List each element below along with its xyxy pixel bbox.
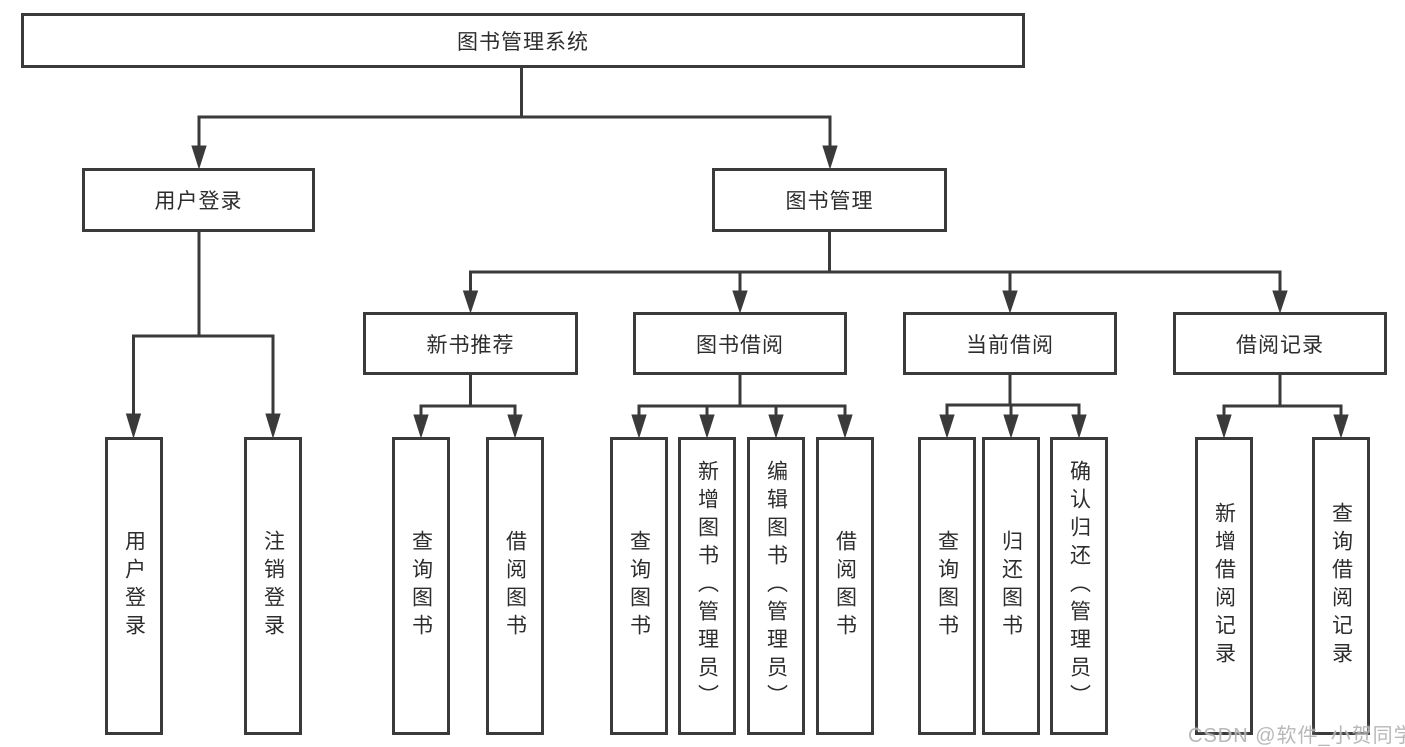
leaf-add-borrow-record: 新增借阅记录 [1195, 437, 1253, 735]
leaf-edit-books-admin: 编辑图书（管理员） [747, 437, 805, 735]
leaf-query-borrow-record: 查询借阅记录 [1312, 437, 1370, 735]
leaf-query-books-borrowing: 查询图书 [610, 437, 668, 735]
node-borrowing-records: 借阅记录 [1173, 312, 1387, 375]
node-new-book-recommend: 新书推荐 [363, 312, 578, 375]
csdn-watermark: CSDN @软件_小贺同学 [1188, 725, 1405, 747]
node-user-login-branch: 用户登录 [82, 168, 315, 232]
leaf-return-books: 归还图书 [982, 437, 1040, 735]
node-book-borrowing: 图书借阅 [633, 312, 847, 375]
leaf-user-login: 用户登录 [105, 437, 163, 735]
leaf-add-books-admin: 新增图书（管理员） [678, 437, 736, 735]
leaf-confirm-return-admin: 确认归还（管理员） [1050, 437, 1108, 735]
node-current-borrowing: 当前借阅 [903, 312, 1117, 375]
leaf-query-books-current: 查询图书 [918, 437, 976, 735]
leaf-borrow-books-recommend: 借阅图书 [486, 437, 544, 735]
leaf-borrow-books: 借阅图书 [816, 437, 874, 735]
leaf-logout: 注销登录 [244, 437, 302, 735]
leaf-query-books-recommend: 查询图书 [392, 437, 450, 735]
node-root-library-system: 图书管理系统 [21, 13, 1025, 68]
node-book-management-branch: 图书管理 [712, 168, 947, 232]
